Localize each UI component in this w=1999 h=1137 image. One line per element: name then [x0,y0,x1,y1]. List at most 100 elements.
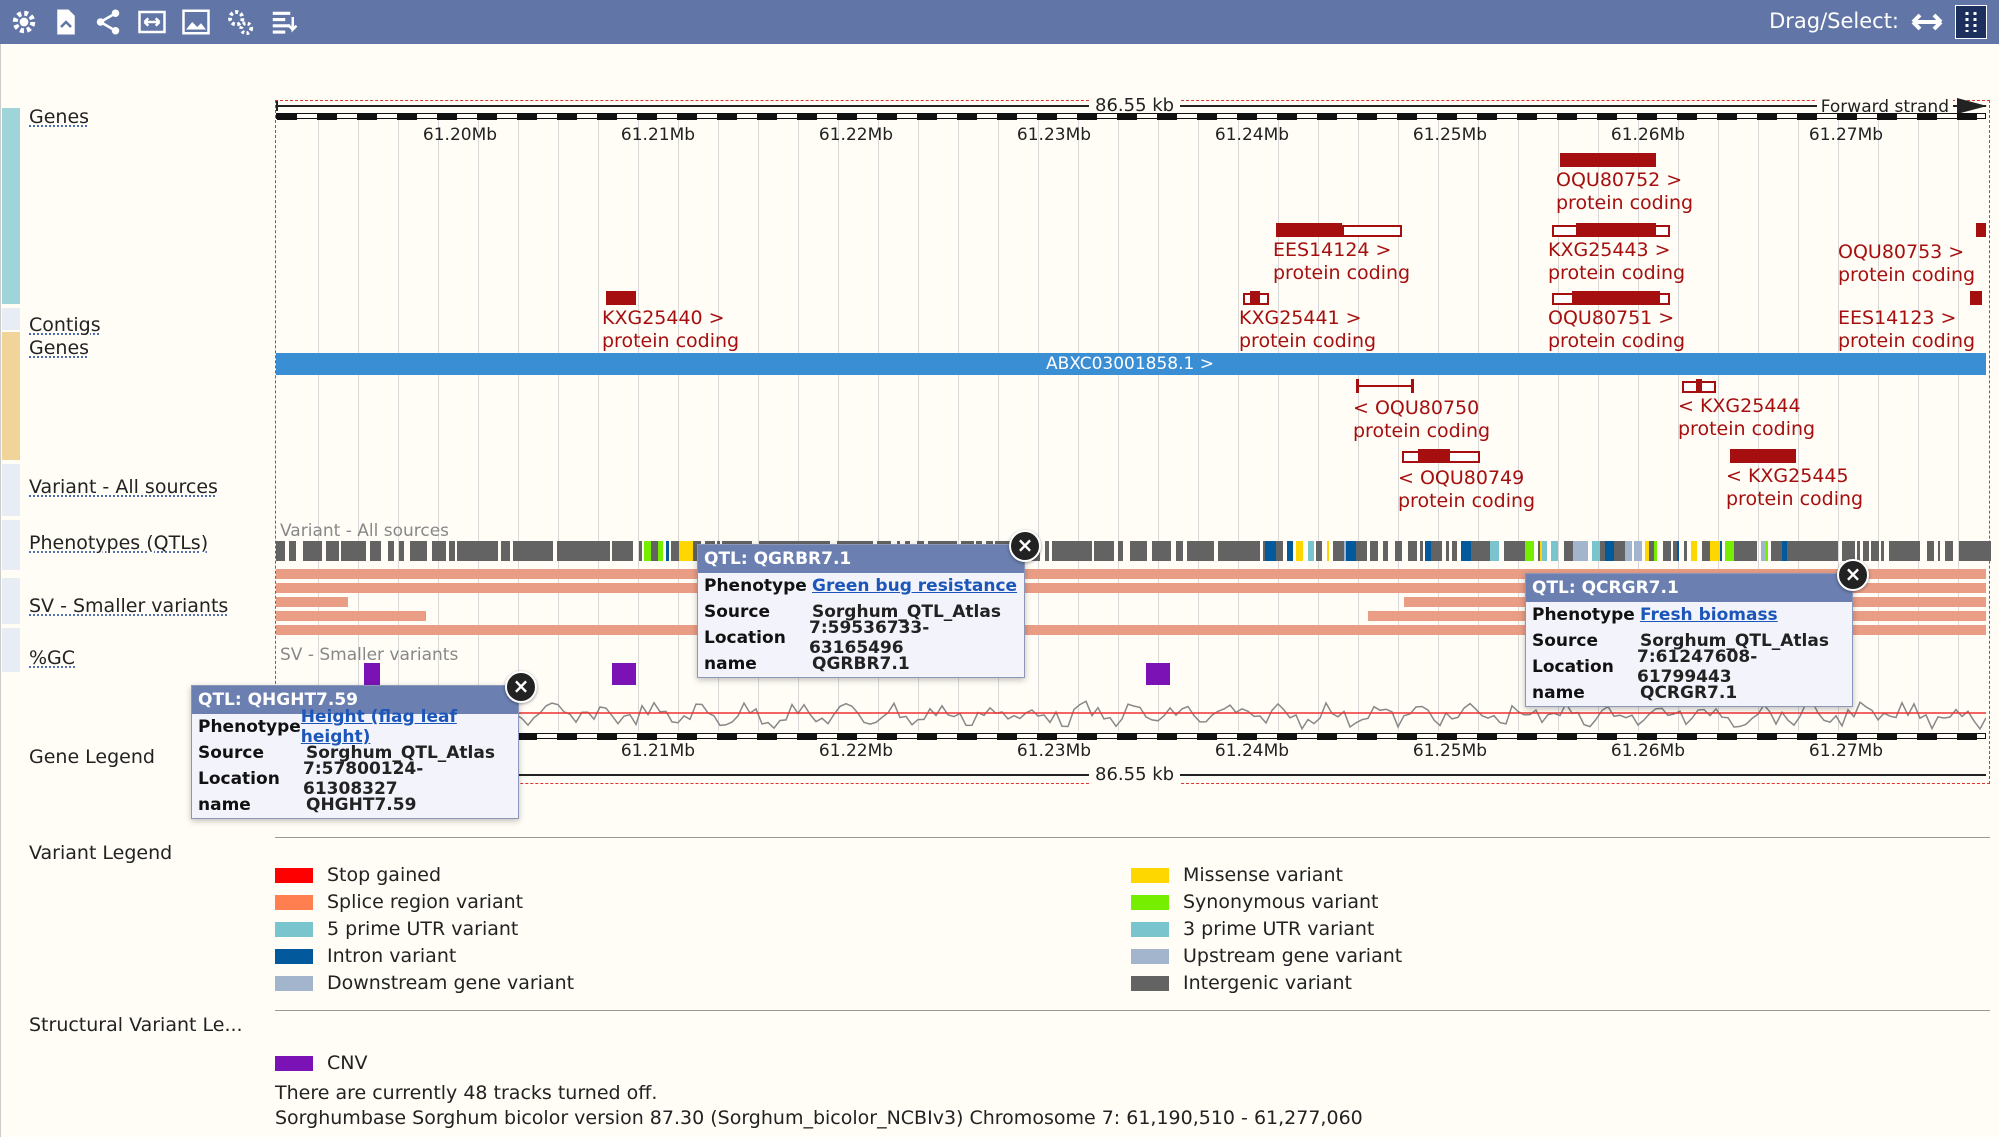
contig-bar[interactable]: ABXC03001858.1 > [276,353,1986,375]
gridline [358,119,359,731]
gene-name: < OQU80749 [1398,467,1524,489]
contigs-track-bar [2,308,20,330]
gene-utr [1342,225,1402,237]
qtl-bar[interactable] [276,611,426,621]
popup-key: name [704,654,812,674]
gridline [478,119,479,731]
phenotype-link[interactable]: Fresh biomass [1640,605,1778,625]
ruler-segment [1117,114,1137,120]
variant-strip[interactable] [276,541,1986,561]
variant-mark [575,541,582,561]
ruler-segment [1957,114,1977,120]
variant-mark [1287,541,1293,561]
variant-mark [438,541,446,561]
gear-icon[interactable] [6,4,42,40]
variant-mark [590,541,597,561]
variant-mark [1702,541,1710,561]
variant-mark [1771,541,1782,561]
close-icon[interactable]: × [1009,530,1041,562]
ruler-segment [1837,114,1857,120]
qtl-popup-qcrgr[interactable]: QTL: QCRGR7.1 PhenotypeFresh biomass Sou… [1525,573,1853,707]
ruler-segment [1877,114,1897,120]
qtl-popup-qhght[interactable]: QTL: QHGHT7.59 PhenotypeHeight (flag lea… [191,685,519,819]
close-icon[interactable]: × [1837,559,1869,591]
track-label-sv[interactable]: SV - Smaller variants [29,595,228,617]
gene-block [1560,153,1656,167]
reorder-icon[interactable] [266,4,302,40]
cnv-marker[interactable] [612,663,636,685]
variant-mark [1250,541,1260,561]
legend-item: Synonymous variant [1131,891,1378,913]
popup-key: Phenotype [704,576,812,596]
gene-name: KXG25443 > [1548,239,1671,261]
gridline [1518,119,1519,731]
gene-name: EES14123 > [1838,307,1956,329]
track-label-genes[interactable]: Genes [29,106,89,128]
ruler-segment [917,734,937,740]
ruler-tick-label: 61.24Mb [1215,125,1289,145]
select-mode-icon[interactable] [1955,5,1987,39]
cnv-marker[interactable] [364,663,380,685]
ruler-tick-label: 61.26Mb [1611,741,1685,761]
track-label-variants[interactable]: Variant - All sources [29,476,218,498]
variant-mark [1094,541,1103,561]
drag-arrow-icon[interactable] [1909,6,1945,38]
close-icon[interactable]: × [505,671,537,703]
variant-mark [1542,541,1547,561]
phenotype-link[interactable]: Green bug resistance [812,576,1017,596]
legend-item: 3 prime UTR variant [1131,918,1374,940]
ruler-segment [557,734,577,740]
gridline [1238,119,1239,731]
settings-icon[interactable] [222,4,258,40]
variant-mark [1176,541,1183,561]
cnv-marker[interactable] [1146,663,1170,685]
variant-mark [561,541,569,561]
variant-mark [1316,541,1322,561]
variant-mark [1155,541,1166,561]
variant-mark [1663,541,1671,561]
ruler-segment [757,114,777,120]
variant-mark [1927,541,1934,561]
image-icon[interactable] [178,4,214,40]
ruler-segment [1357,734,1377,740]
qtl-bar[interactable] [276,597,348,607]
ruler-segment [317,114,337,120]
ruler-segment [1797,734,1817,740]
variant-mark [1276,541,1283,561]
ruler-tick-label: 61.26Mb [1611,125,1685,145]
legend-label: Stop gained [327,864,441,886]
ruler-segment [1357,114,1377,120]
ruler-segment [1637,114,1657,120]
resize-icon[interactable] [134,4,170,40]
variant-mark [1308,541,1314,561]
qtl-popup-qgrbr[interactable]: QTL: QGRBR7.1 PhenotypeGreen bug resista… [697,544,1025,678]
variant-mark [1807,541,1817,561]
ruler-segment [637,114,657,120]
variant-mark [370,541,377,561]
ruler-segment [1677,114,1697,120]
track-label-gc[interactable]: %GC [29,647,75,669]
phenotype-link[interactable]: Height (flag leaf height) [301,707,512,747]
strand-arrow-icon [1957,98,1987,114]
gene-block [1411,379,1414,393]
ruler-segment [1717,734,1737,740]
track-label-genes-reverse[interactable]: Genes [29,337,89,359]
variant-mark [1551,541,1558,561]
ruler-segment [1957,734,1977,740]
gene-block [1356,379,1359,393]
variant-mark [1973,541,1980,561]
track-label-phenotypes[interactable]: Phenotypes (QTLs) [29,532,208,554]
ruler-segment [1517,734,1537,740]
export-icon[interactable] [48,4,84,40]
variant-mark [1240,541,1250,561]
popup-value: QCRGR7.1 [1640,683,1737,703]
variant-mark [377,541,381,561]
share-icon[interactable] [90,4,126,40]
gridline [1078,119,1079,731]
gridline [598,119,599,731]
variant-mark [1684,541,1687,561]
popup-key: Source [1532,631,1640,651]
variant-mark [1481,541,1490,561]
track-label-contigs[interactable]: Contigs [29,314,101,336]
variant-mark [1766,541,1768,561]
